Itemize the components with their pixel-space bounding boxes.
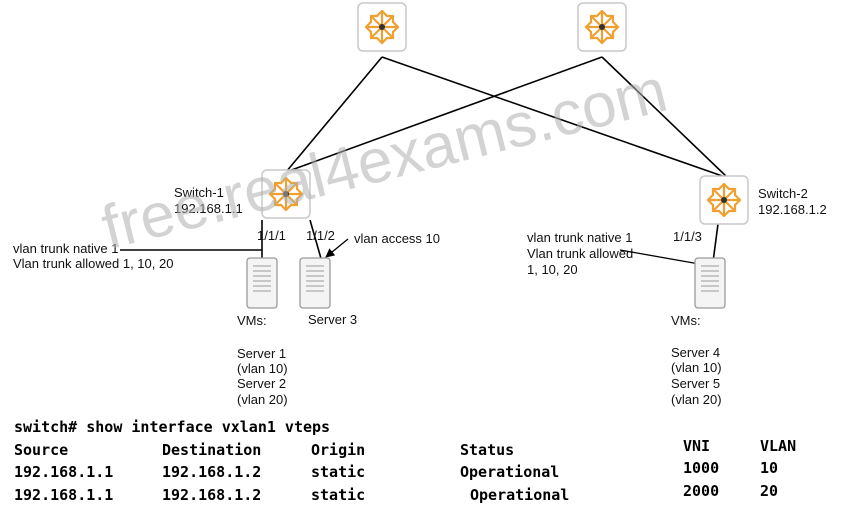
right-trunk-vlans: 1, 10, 20 <box>527 262 578 277</box>
link-spine2-switch2 <box>601 56 729 179</box>
left-vm-server-2: Server 2 <box>237 376 287 391</box>
vni-row-1-vni: 1000 <box>683 459 720 477</box>
left-vms-heading: VMs: <box>237 313 267 328</box>
cli-command: switch# show interface vxlan1 vteps <box>14 418 331 436</box>
vtep-row-1-destination: 192.168.1.2 <box>162 463 262 481</box>
vtep-row-2-destination: 192.168.1.2 <box>162 486 262 504</box>
spine-1-router-icon[interactable] <box>356 1 408 53</box>
left-trunk-native: vlan trunk native 1 <box>13 241 119 256</box>
switch-1-ip: 192.168.1.1 <box>174 201 243 216</box>
right-vm-server-5-vlan: (vlan 20) <box>671 392 722 407</box>
vtep-row-2-status: Operational <box>470 486 570 504</box>
link-spine1-switch2 <box>381 56 729 179</box>
vni-row-2-vni: 2000 <box>683 482 720 500</box>
vtep-row-1-origin: static <box>311 463 366 481</box>
server-3-label: Server 3 <box>308 312 358 327</box>
spine-2-router-icon[interactable] <box>576 1 628 53</box>
right-vms-heading: VMs: <box>671 313 701 328</box>
vni-header-vlan: VLAN <box>760 437 797 455</box>
switch-2-ip: 192.168.1.2 <box>758 202 827 217</box>
vni-header-vni: VNI <box>683 437 711 455</box>
port-label-1-1-3: 1/1/3 <box>673 229 702 244</box>
vni-row-2-vlan: 20 <box>760 482 779 500</box>
port-label-1-1-1: 1/1/1 <box>257 228 286 243</box>
vtep-header-origin: Origin <box>311 441 366 459</box>
server-right-server-icon[interactable] <box>694 257 726 309</box>
vtep-row-1-status: Operational <box>460 463 560 481</box>
vni-row-1-vlan: 10 <box>760 459 779 477</box>
link-spine1-switch1 <box>285 56 383 173</box>
link-switch2-server-right <box>712 223 719 263</box>
right-trunk-native: vlan trunk native 1 <box>527 230 633 245</box>
vlan-access-label: vlan access 10 <box>354 231 440 246</box>
link-spine2-switch1 <box>285 56 603 173</box>
server-left-server-icon[interactable] <box>246 257 278 309</box>
arrow-vlan-access <box>325 238 349 258</box>
switch-2-name: Switch-2 <box>758 186 808 201</box>
right-vm-server-4-vlan: (vlan 10) <box>671 360 722 375</box>
left-vm-server-1-vlan: (vlan 10) <box>237 361 288 376</box>
switch-1-name: Switch-1 <box>174 185 224 200</box>
vtep-header-source: Source <box>14 441 69 459</box>
vtep-header-destination: Destination <box>162 441 262 459</box>
port-label-1-1-2: 1/1/2 <box>306 228 335 243</box>
left-vm-server-1: Server 1 <box>237 346 287 361</box>
vtep-header-status: Status <box>460 441 515 459</box>
vtep-row-1-source: 192.168.1.1 <box>14 463 114 481</box>
switch-2-router-icon[interactable] <box>698 174 750 226</box>
left-trunk-allowed: Vlan trunk allowed 1, 10, 20 <box>13 256 174 271</box>
left-vm-server-2-vlan: (vlan 20) <box>237 392 288 407</box>
right-vm-server-4: Server 4 <box>671 345 721 360</box>
right-trunk-allowed: Vlan trunk allowed <box>527 246 634 261</box>
right-vm-server-5: Server 5 <box>671 376 721 391</box>
link-switch1-server3 <box>309 219 323 263</box>
vtep-row-2-origin: static <box>311 486 366 504</box>
server-3-server-icon[interactable] <box>299 257 331 309</box>
vtep-row-2-source: 192.168.1.1 <box>14 486 114 504</box>
arrow-right-trunk <box>619 249 706 269</box>
